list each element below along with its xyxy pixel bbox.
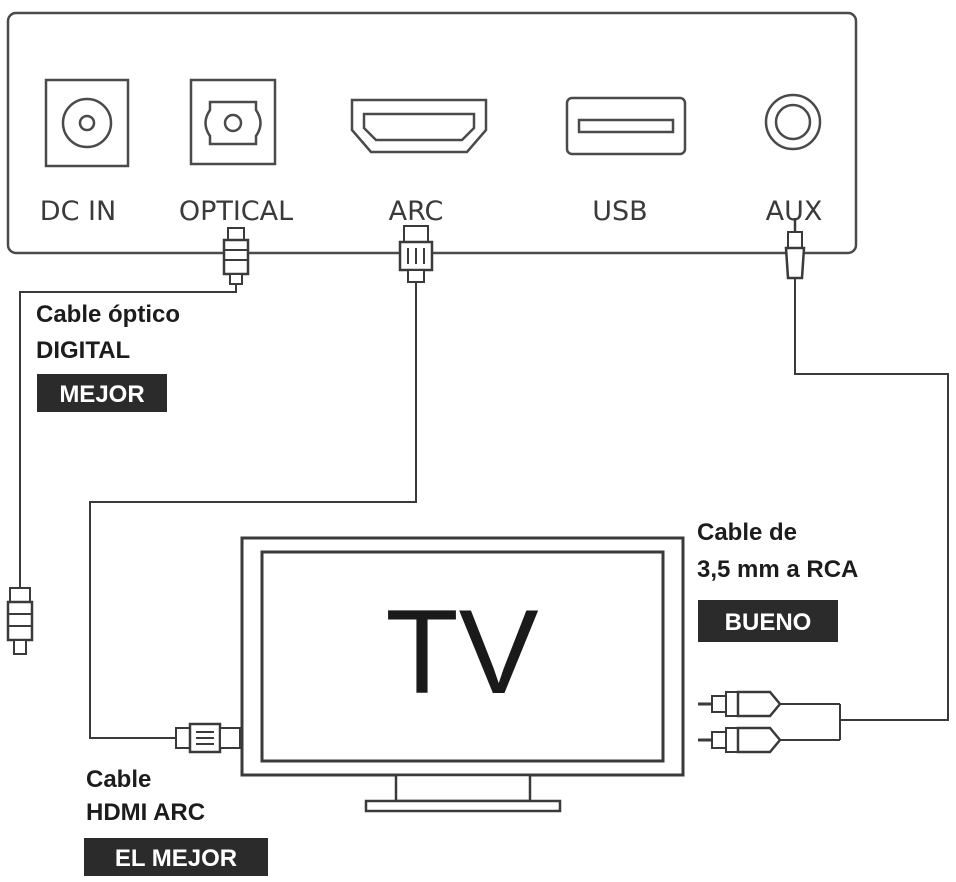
optical-badge [37,374,167,412]
optical-cable-label-line2: DIGITAL [36,337,130,364]
tv-label: TV [385,585,538,719]
optical-badge-text: MEJOR [59,381,144,408]
usb-port-icon [565,96,687,156]
port-label-usb: USB [592,196,647,227]
optical-cable [19,284,237,588]
optical-port-icon [189,78,277,166]
port-label-arc: ARC [389,196,444,227]
hdmi-plug-icon [398,225,434,283]
optical-cable-label-line1: Cable óptico [36,301,180,328]
rca-cable-label-line1: Cable de [697,519,797,546]
rca-badge [698,600,838,642]
hdmi-cable-label-line2: HDMI ARC [86,799,205,826]
rca-plug-bottom-icon [698,726,782,754]
hdmi-cable [89,282,417,739]
rca-cable-split [780,703,841,741]
dc-in-port-icon [44,78,130,168]
aux-port-icon [764,93,822,151]
hdmi-cable-label-line1: Cable [86,766,151,793]
hdmi-port-icon [350,98,488,154]
rca-badge-text: BUENO [725,609,812,636]
optical-plug-icon [222,227,250,285]
hdmi-badge-text: EL MEJOR [115,845,237,872]
hdmi-plug-tv-icon [175,722,241,754]
hdmi-badge [84,838,268,876]
rca-cable-label-line2: 3,5 mm a RCA [697,556,858,583]
rca-cable [794,278,949,721]
tv-icon [240,536,685,813]
port-label-optical: OPTICAL [179,196,293,227]
aux-plug-icon [784,218,806,280]
optical-plug-end-icon [6,587,34,655]
port-label-dc-in: DC IN [40,196,116,227]
rca-plug-top-icon [698,690,782,718]
